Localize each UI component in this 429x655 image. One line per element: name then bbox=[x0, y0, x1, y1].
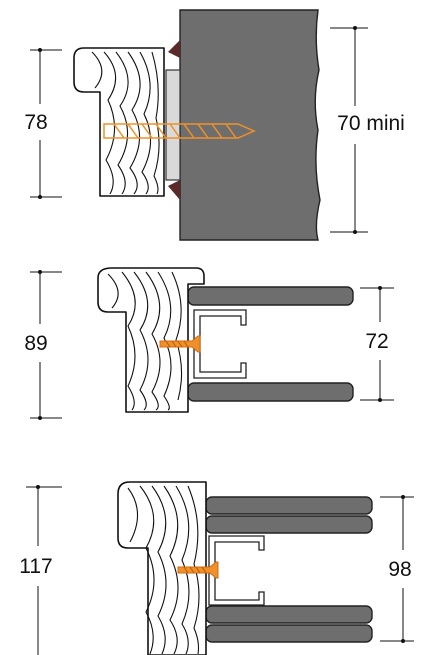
metal-rail bbox=[193, 309, 247, 379]
dimension-line-right bbox=[330, 26, 368, 234]
screw-icon bbox=[177, 561, 219, 579]
screw-icon bbox=[159, 335, 201, 353]
wood-grain bbox=[107, 271, 183, 411]
wood-frame-profile bbox=[97, 267, 205, 413]
section-middle: 89 72 bbox=[24, 267, 394, 420]
dimension-line-left bbox=[30, 270, 62, 420]
dimension-line-left bbox=[30, 48, 62, 199]
wall-dimension-label: 70 mini bbox=[337, 112, 405, 135]
section-bottom: 117 98 bbox=[19, 481, 414, 655]
plasterboard-bottom-outer bbox=[205, 624, 373, 643]
seal-bottom bbox=[168, 180, 180, 200]
dimension-line-left bbox=[26, 485, 62, 655]
frame-dimension-label: 117 bbox=[19, 555, 52, 578]
frame-dimension-label: 89 bbox=[24, 332, 47, 355]
metal-rail bbox=[208, 535, 265, 606]
plasterboard-top-outer bbox=[205, 496, 373, 515]
section-top: 78 70 mini bbox=[24, 9, 405, 241]
wood-frame-profile bbox=[73, 47, 165, 197]
dimension-line-right bbox=[380, 495, 414, 643]
plasterboard-bottom bbox=[187, 382, 354, 402]
wall-dimension-label: 98 bbox=[388, 558, 411, 581]
wood-grain bbox=[91, 51, 160, 195]
wood-grain bbox=[127, 485, 200, 655]
dimension-line-right bbox=[360, 286, 394, 402]
plasterboard-top bbox=[187, 286, 354, 306]
plasterboard-top-inner bbox=[205, 515, 373, 534]
seal-top bbox=[168, 40, 180, 58]
foam-strip bbox=[165, 69, 181, 181]
screw-icon bbox=[103, 123, 256, 139]
wood-frame-profile bbox=[117, 481, 207, 655]
wall-dimension-label: 72 bbox=[365, 330, 388, 353]
masonry-wall bbox=[179, 9, 321, 241]
plasterboard-bottom-inner bbox=[205, 605, 373, 624]
frame-dimension-label: 78 bbox=[24, 111, 47, 134]
